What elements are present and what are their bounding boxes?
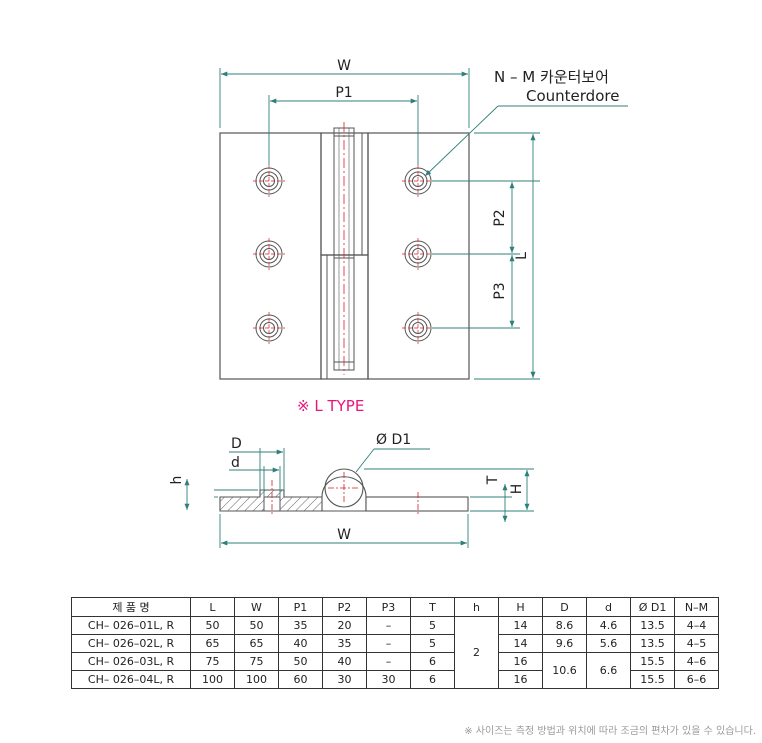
cell-NM: 4–4 — [674, 616, 719, 635]
cell-name: CH– 026–01L, R — [71, 616, 191, 635]
cell-D1: 15.5 — [630, 652, 675, 671]
cell-D1: 13.5 — [630, 634, 675, 653]
cell-NM: 4–5 — [674, 634, 719, 653]
cell-P2: 35 — [322, 634, 367, 653]
cell-NM: 4–6 — [674, 652, 719, 671]
cell-H: 14 — [498, 634, 543, 653]
hinge-left-leaf — [219, 132, 322, 380]
dim-H-label: H — [509, 484, 525, 495]
cell-P3: – — [366, 634, 411, 653]
cell-h-merged: 2 — [454, 616, 499, 689]
dim-p3-label: P3 — [492, 282, 508, 299]
cell-L: 100 — [190, 670, 235, 689]
dim-phiD1-leader — [355, 448, 375, 473]
header-D1: Ø D1 — [630, 597, 675, 617]
dim-d-label: d — [231, 455, 240, 471]
cell-d: 4.6 — [586, 616, 631, 635]
cell-P2: 20 — [322, 616, 367, 635]
cell-H: 16 — [498, 670, 543, 689]
hinge-knuckle-lower — [320, 254, 369, 380]
cell-P1: 35 — [278, 616, 323, 635]
dim-w-label: W — [337, 58, 351, 74]
cell-P3: – — [366, 652, 411, 671]
l-type-label: ※ L TYPE — [297, 397, 364, 415]
cell-D1: 15.5 — [630, 670, 675, 689]
header-product-name: 제 품 명 — [71, 597, 191, 617]
header-P3: P3 — [366, 597, 411, 617]
cell-W: 65 — [234, 634, 279, 653]
header-W: W — [234, 597, 279, 617]
cell-NM: 6–6 — [674, 670, 719, 689]
header-h: h — [454, 597, 499, 617]
cell-W: 100 — [234, 670, 279, 689]
hinge-knuckle-upper — [320, 132, 369, 256]
cell-L: 75 — [190, 652, 235, 671]
cell-T: 6 — [410, 652, 455, 671]
spec-header-row: 제 품 명 L W P1 P2 P3 T h H D d Ø D1 N–M — [71, 597, 719, 617]
header-T: T — [410, 597, 455, 617]
cell-T: 5 — [410, 634, 455, 653]
counterbore-note-korean: N – M 카운터보어 — [494, 68, 609, 86]
cell-T: 5 — [410, 616, 455, 635]
cell-P2: 30 — [322, 670, 367, 689]
dim-l-label: L — [514, 252, 530, 260]
side-right-leaf — [365, 496, 469, 512]
cell-P2: 40 — [322, 652, 367, 671]
counterbore-note-english: Counterdore — [526, 87, 619, 105]
cell-P1: 50 — [278, 652, 323, 671]
cell-D: 9.6 — [542, 634, 587, 653]
header-L: L — [190, 597, 235, 617]
header-d: d — [586, 597, 631, 617]
cell-W: 50 — [234, 616, 279, 635]
cell-P1: 60 — [278, 670, 323, 689]
hinge-right-leaf — [367, 132, 470, 380]
header-D: D — [542, 597, 587, 617]
header-NM: N–M — [674, 597, 719, 617]
cell-D1: 13.5 — [630, 616, 675, 635]
cell-D-merged: 10.6 — [542, 652, 587, 689]
cell-H: 16 — [498, 652, 543, 671]
dim-W-bottom-label: W — [337, 527, 351, 543]
cell-d: 5.6 — [586, 634, 631, 653]
cell-name: CH– 026–03L, R — [71, 652, 191, 671]
cell-name: CH– 026–02L, R — [71, 634, 191, 653]
dim-phiD1-label: Ø D1 — [376, 432, 411, 448]
cell-H: 14 — [498, 616, 543, 635]
dim-p1-label: P1 — [335, 85, 352, 101]
cell-L: 50 — [190, 616, 235, 635]
size-tolerance-footnote: ※ 사이즈는 측정 방법과 위치에 따라 조금의 편차가 있을 수 있습니다. — [464, 726, 756, 737]
cell-name: CH– 026–04L, R — [71, 670, 191, 689]
header-P1: P1 — [278, 597, 323, 617]
dim-p2-label: P2 — [492, 209, 508, 226]
front-view: W P1 P2 P3 L N – M 카운터보어 Counterdore ※ L… — [219, 58, 628, 415]
cell-W: 75 — [234, 652, 279, 671]
table-row: CH– 026–03L, R 75 75 50 40 – 6 16 10.6 6… — [71, 652, 719, 689]
table-row: CH– 026–04L, R 100 100 60 30 30 6 16 15.… — [71, 670, 719, 689]
cell-d-merged: 6.6 — [586, 652, 631, 689]
counterbore-leader — [424, 105, 499, 177]
hole-centerlines — [253, 165, 434, 344]
cell-D: 8.6 — [542, 616, 587, 635]
header-P2: P2 — [322, 597, 367, 617]
spec-table: 제 품 명 L W P1 P2 P3 T h H D d Ø D1 N–M CH… — [71, 597, 719, 689]
cell-P3: 30 — [366, 670, 411, 689]
cell-P1: 40 — [278, 634, 323, 653]
cell-T: 6 — [410, 670, 455, 689]
dim-h-label: h — [169, 476, 185, 485]
header-H: H — [498, 597, 543, 617]
table-row: CH– 026–01L, R 50 50 35 20 – 5 2 14 8.6 … — [71, 616, 719, 689]
hinge-drawing: W P1 P2 P3 L N – M 카운터보어 Counterdore ※ L… — [169, 58, 628, 548]
cell-P3: – — [366, 616, 411, 635]
dim-D-label: D — [231, 436, 242, 452]
dim-T-label: T — [485, 475, 501, 485]
cell-L: 65 — [190, 634, 235, 653]
table-row: CH– 026–02L, R 65 65 40 35 – 5 14 9.6 5.… — [71, 634, 719, 653]
side-view: D d Ø D1 h T H W — [169, 432, 534, 548]
